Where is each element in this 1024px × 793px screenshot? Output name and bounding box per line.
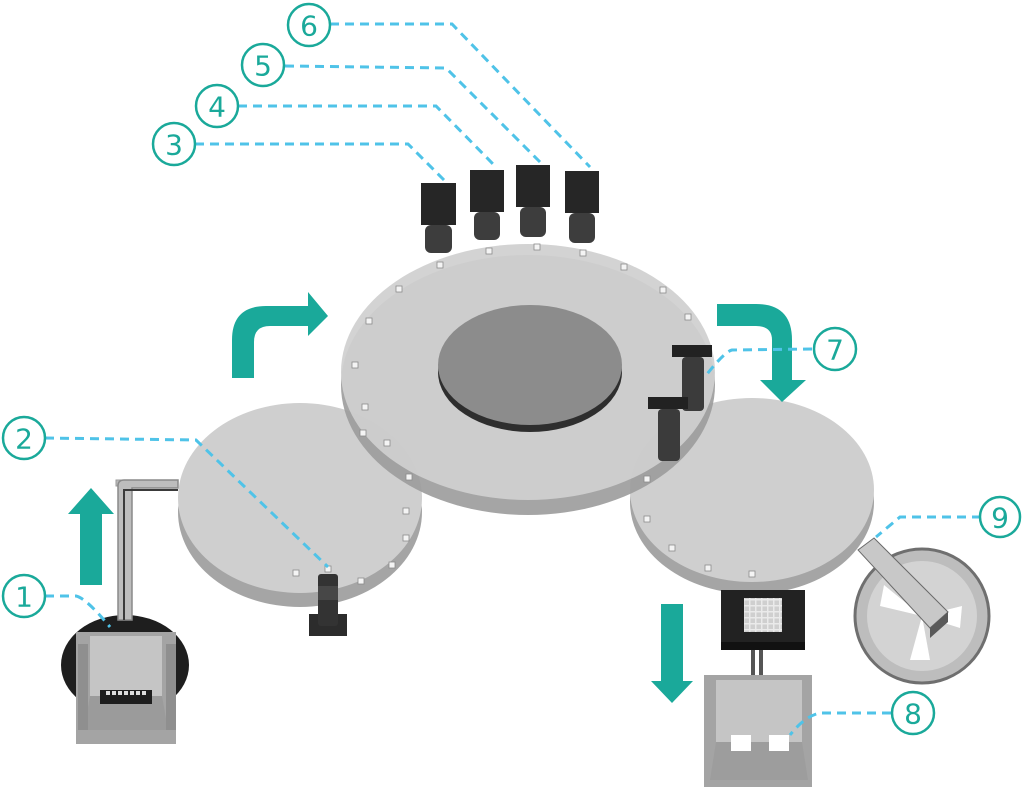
flow-arrow-curve-right-icon (232, 292, 328, 378)
callout-4: 4 (194, 83, 240, 129)
svg-text:5: 5 (254, 50, 272, 83)
svg-text:8: 8 (904, 698, 922, 731)
svg-text:6: 6 (300, 10, 318, 43)
main-turntable (341, 244, 715, 515)
callout-3: 3 (151, 121, 197, 167)
part-markers (292, 243, 756, 585)
sorting-bin (704, 590, 812, 787)
callout-9: 9 (978, 495, 1022, 539)
callout-7: 7 (812, 326, 858, 372)
callout-6: 6 (286, 2, 332, 48)
top-camera-3 (516, 165, 550, 237)
flow-arrow-curve-down-icon (717, 304, 806, 402)
callout-2: 2 (1, 415, 47, 461)
top-camera-1 (421, 183, 456, 253)
svg-text:3: 3 (165, 129, 183, 162)
left-turntable (178, 403, 422, 607)
tape-reel (853, 537, 991, 685)
svg-text:2: 2 (15, 423, 33, 456)
callouts: 1 2 3 4 5 6 7 8 9 (1, 2, 1022, 736)
svg-text:1: 1 (15, 581, 33, 614)
top-camera-2 (470, 170, 504, 240)
bottom-camera-station (309, 574, 347, 636)
feeder-bowl (61, 479, 189, 744)
callout-8: 8 (890, 690, 936, 736)
callout-5: 5 (240, 42, 286, 88)
svg-text:9: 9 (991, 502, 1009, 535)
svg-text:4: 4 (208, 91, 226, 124)
leader-lines (44, 22, 981, 736)
callout-1: 1 (1, 573, 47, 619)
flow-arrow-up-icon (68, 488, 114, 585)
top-camera-4 (565, 171, 599, 243)
svg-text:7: 7 (826, 334, 844, 367)
side-cameras (648, 345, 712, 461)
flow-arrow-down-icon (651, 604, 693, 703)
